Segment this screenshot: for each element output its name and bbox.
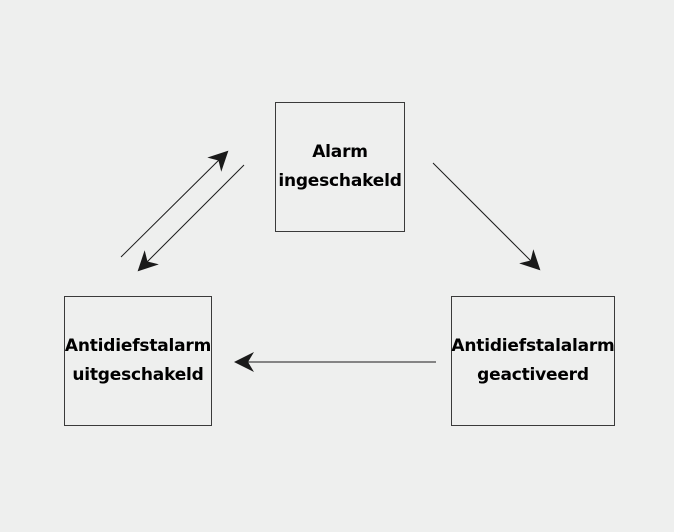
state-label-line2: uitgeschakeld [72, 365, 204, 385]
state-label-line2: ingeschakeld [278, 171, 402, 191]
state-label-line2: geactiveerd [477, 365, 589, 385]
state-label-line1: Antidiefstalalarm [451, 336, 615, 356]
state-alarm-ingeschakeld: Alarm ingeschakeld [275, 102, 405, 232]
state-antidiefstalarm-uitgeschakeld: Antidiefstalarm uitgeschakeld [64, 296, 212, 426]
state-label-line1: Alarm [312, 142, 368, 162]
state-label-line1: Antidiefstalarm [64, 336, 212, 356]
arrow-ingeschakeld-to-geactiveerd [432, 162, 541, 271]
state-antidiefstalalarm-geactiveerd: Antidiefstalalarm geactiveerd [451, 296, 615, 426]
arrow-ingeschakeld-to-uitgeschakeld [137, 164, 245, 272]
arrow-uitgeschakeld-to-ingeschakeld [120, 150, 229, 258]
